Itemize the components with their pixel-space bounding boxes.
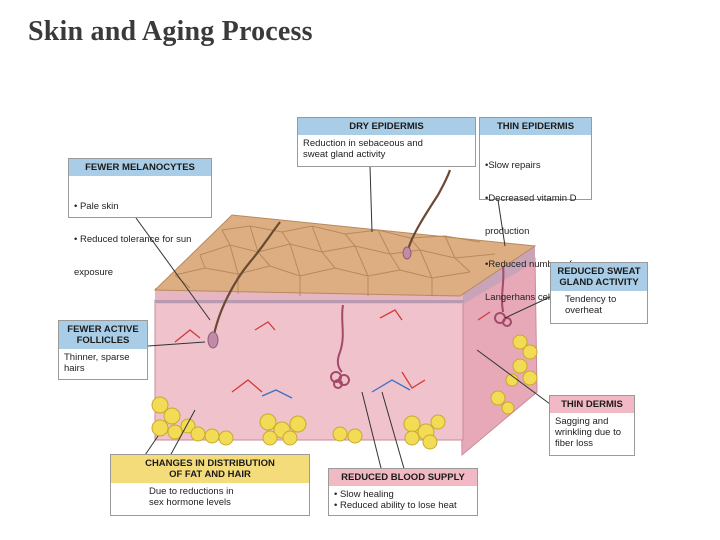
- callout-body: Due to reductions in sex hormone levels: [111, 483, 309, 511]
- callout-title: FEWER MELANOCYTES: [69, 159, 211, 176]
- callout-title: REDUCED SWEAT GLAND ACTIVITY: [551, 263, 647, 291]
- callout-line: wrinkling due to: [555, 427, 622, 438]
- callout-title-line: OF FAT AND HAIR: [169, 469, 251, 480]
- callout-changes-in-distribution: CHANGES IN DISTRIBUTION OF FAT AND HAIR …: [110, 454, 310, 516]
- callout-line: •Reduced number of: [485, 259, 572, 270]
- callout-body: • Pale skin • Reduced tolerance for sun …: [69, 176, 211, 303]
- callout-line: Langerhans cells: [485, 292, 557, 303]
- callout-line: • Slow healing: [334, 489, 394, 500]
- leader-lines: [135, 165, 553, 473]
- callout-line: Thinner, sparse: [64, 352, 130, 363]
- hair-follicles: [207, 246, 412, 349]
- callout-body: • Slow healing • Reduced ability to lose…: [329, 486, 477, 514]
- hairs: [211, 169, 452, 341]
- sweat-glands: [330, 265, 512, 389]
- callout-line: Tendency to: [565, 294, 617, 305]
- callout-body: Tendency to overheat: [551, 291, 647, 319]
- callout-title-line: GLAND ACTIVITY: [559, 277, 639, 288]
- callout-thin-epidermis: THIN EPIDERMIS •Slow repairs •Decreased …: [479, 117, 592, 303]
- callout-body: Sagging and wrinkling due to fiber loss: [550, 413, 634, 452]
- callout-line: exposure: [74, 267, 114, 278]
- callout-line: Sagging and: [555, 416, 609, 427]
- callout-title: REDUCED BLOOD SUPPLY: [329, 469, 477, 486]
- callout-fewer-active-follicles: FEWER ACTIVE FOLLICLES Thinner, sparse h…: [58, 320, 148, 380]
- callout-line: Due to reductions in: [149, 486, 234, 497]
- callout-line: fiber loss: [555, 438, 594, 449]
- callout-thin-dermis: THIN DERMIS Sagging and wrinkling due to…: [549, 395, 635, 456]
- callout-body: •Slow repairs •Decreased vitamin D produ…: [480, 135, 591, 328]
- callout-line: • Reduced ability to lose heat: [334, 500, 457, 511]
- callout-reduced-blood-supply: REDUCED BLOOD SUPPLY • Slow healing • Re…: [328, 468, 478, 516]
- callout-body: Thinner, sparse hairs: [59, 349, 147, 377]
- epidermis-side-strip: [460, 246, 535, 306]
- callout-title: THIN EPIDERMIS: [480, 118, 591, 135]
- callout-title-line: CHANGES IN DISTRIBUTION: [145, 458, 275, 469]
- callout-title: THIN DERMIS: [550, 396, 634, 413]
- callout-line: •Slow repairs: [485, 160, 541, 171]
- callout-title: DRY EPIDERMIS: [298, 118, 475, 135]
- callout-fewer-melanocytes: FEWER MELANOCYTES • Pale skin • Reduced …: [68, 158, 212, 278]
- callout-body: Reduction in sebaceous and sweat gland a…: [298, 135, 475, 163]
- callout-dry-epidermis: DRY EPIDERMIS Reduction in sebaceous and…: [297, 117, 476, 167]
- callout-title-line: FEWER ACTIVE: [67, 324, 139, 335]
- callout-line: sex hormone levels: [149, 497, 231, 508]
- callout-line: overheat: [565, 305, 602, 316]
- callout-line: sweat gland activity: [303, 149, 386, 160]
- callout-line: • Pale skin: [74, 201, 119, 212]
- slide-title: Skin and Aging Process: [28, 16, 313, 47]
- blood-vessels: [174, 309, 491, 399]
- callout-title-line: REDUCED SWEAT: [557, 266, 641, 277]
- callout-line: •Decreased vitamin D: [485, 193, 577, 204]
- callout-reduced-sweat-gland-activity: REDUCED SWEAT GLAND ACTIVITY Tendency to…: [550, 262, 648, 324]
- callout-title-line: FOLLICLES: [76, 335, 130, 346]
- callout-line: Reduction in sebaceous and: [303, 138, 423, 149]
- callout-title: FEWER ACTIVE FOLLICLES: [59, 321, 147, 349]
- callout-title: CHANGES IN DISTRIBUTION OF FAT AND HAIR: [111, 455, 309, 483]
- epidermis-top-surface: [153, 214, 537, 297]
- callout-line: production: [485, 226, 530, 237]
- callout-line: • Reduced tolerance for sun: [74, 234, 192, 245]
- callout-line: hairs: [64, 363, 85, 374]
